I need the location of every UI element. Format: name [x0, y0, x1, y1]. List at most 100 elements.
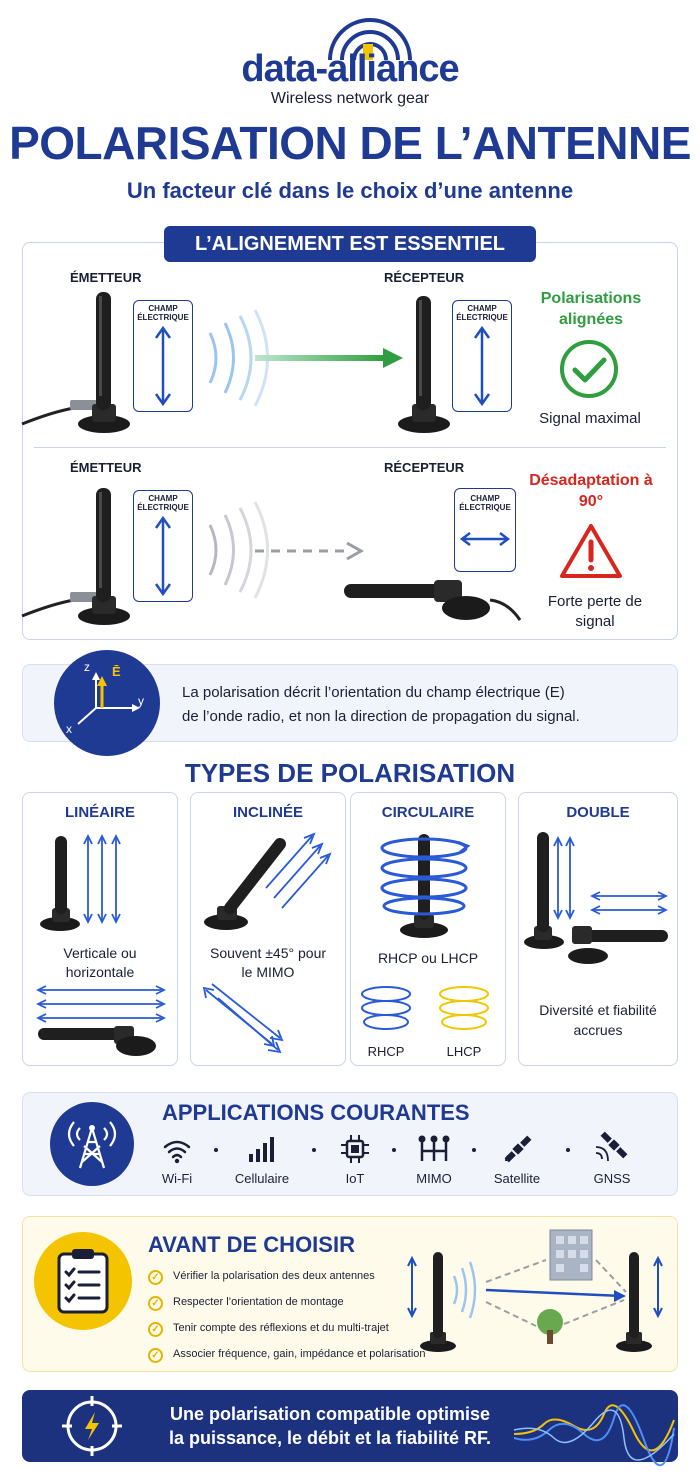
cellular-signal-icon	[249, 1137, 274, 1162]
page-title: POLARISATION DE L’ANTENNE	[9, 117, 691, 169]
row2-status-text: Forte perte de signal	[547, 593, 643, 630]
rhcp-spiral-icon	[361, 986, 411, 1030]
emitter-antenna-icon	[21, 292, 130, 433]
footer-line2: la puissance, le débit et la fiabilité R…	[168, 1428, 492, 1448]
mimo-icon	[418, 1135, 450, 1161]
row1-emitter-field-box	[133, 300, 193, 412]
check-bullet-icon: ✓	[148, 1270, 163, 1285]
multipath-illustration-icon	[407, 1229, 663, 1352]
vertical-field-arrow-icon	[154, 515, 172, 597]
app-label-iot: IoT	[345, 1171, 365, 1186]
waveform-decoration-icon	[513, 1404, 675, 1466]
horizontal-polarization-arrows-icon	[35, 985, 167, 1023]
tower-icon-circle	[50, 1102, 134, 1186]
type-card-linear-text: Verticale ou horizontale	[63, 945, 137, 980]
row1-receiver-field-label: CHAMP ÉLECTRIQUE	[456, 304, 508, 322]
satellite-icon	[504, 1135, 532, 1163]
app-label-mimo: MIMO	[416, 1171, 452, 1186]
type-card-linear-title: LINÉAIRE	[64, 804, 135, 821]
vertical-antenna-icon	[40, 836, 80, 931]
definition-line2: de l’onde radio, et non la direction de …	[182, 708, 580, 725]
axis-z-label: z	[84, 660, 90, 674]
cell-tower-icon	[67, 1121, 117, 1169]
footer-banner	[22, 1390, 678, 1462]
dot-separator	[566, 1148, 570, 1152]
type-card-circular-text: RHCP ou LHCP	[377, 950, 479, 966]
row2-receiver-label: RÉCEPTEUR	[384, 460, 465, 475]
horizontal-field-arrow-icon	[459, 532, 511, 546]
dual-antenna-icon	[524, 832, 669, 964]
row1-emitter-label: ÉMETTEUR	[70, 270, 142, 285]
applications-section-title: APPLICATIONS COURANTES	[162, 1100, 470, 1125]
vertical-polarization-arrows-icon	[83, 833, 121, 925]
warning-triangle-icon	[560, 524, 622, 578]
radio-waves-gray-icon	[208, 501, 269, 599]
axis-e-label: Ē	[112, 664, 121, 679]
checklist-item: Respecter l’orientation de montage	[173, 1296, 344, 1308]
checklist-item: Associer fréquence, gain, impédance et p…	[173, 1348, 426, 1360]
gnss-satellite-icon	[595, 1131, 628, 1162]
row2-emitter-label: ÉMETTEUR	[70, 460, 142, 475]
checklist-section-title: AVANT DE CHOISIR	[148, 1232, 355, 1257]
row1-receiver-label: RÉCEPTEUR	[384, 270, 465, 285]
app-label-wifi: Wi-Fi	[161, 1171, 193, 1186]
row1-status-text: Signal maximal	[539, 410, 641, 427]
check-circle-icon	[560, 340, 618, 398]
alignment-panel	[22, 242, 678, 640]
wifi-icon	[163, 1140, 191, 1164]
emitter-antenna-icon	[21, 488, 130, 625]
dot-separator	[312, 1148, 316, 1152]
row1-status-title: Polarisations alignées	[540, 290, 642, 328]
types-section-title: TYPES DE POLARISATION	[184, 758, 516, 788]
signal-arrow-aligned-icon	[255, 348, 403, 368]
clipboard-icon	[57, 1249, 109, 1314]
slant-polarization-arrows-icon	[202, 983, 284, 1054]
radio-waves-icon	[208, 309, 269, 407]
vertical-field-arrow-icon	[154, 325, 172, 407]
row1-receiver-field-box	[452, 300, 512, 412]
app-label-cellular: Cellulaire	[234, 1171, 290, 1186]
type-card-slant-text: Souvent ±45° pour le MIMO	[209, 945, 327, 980]
row2-emitter-field-box	[133, 490, 193, 602]
row2-receiver-field-box	[454, 488, 516, 572]
row2-emitter-field-label: CHAMP ÉLECTRIQUE	[137, 494, 189, 512]
check-bullet-icon: ✓	[148, 1348, 163, 1363]
type-card-dual-title: DOUBLE	[566, 804, 630, 821]
check-bullet-icon: ✓	[148, 1322, 163, 1337]
rf-optimization-icon	[62, 1396, 122, 1456]
dot-separator	[392, 1148, 396, 1152]
lhcp-spiral-icon	[439, 986, 489, 1030]
app-label-satellite: Satellite	[493, 1171, 541, 1186]
rhcp-label: RHCP	[367, 1044, 405, 1059]
type-card-circular-title: CIRCULAIRE	[381, 804, 475, 821]
brand-tagline: Wireless network gear	[270, 90, 430, 107]
row1-emitter-field-label: CHAMP ÉLECTRIQUE	[137, 304, 189, 322]
definition-line1: La polarisation décrit l’orientation du …	[182, 684, 565, 701]
receiver-antenna-icon	[398, 296, 450, 433]
row2-receiver-field-label: CHAMP ÉLECTRIQUE	[459, 494, 511, 512]
row-divider	[34, 447, 666, 448]
signal-arrow-mismatch-icon	[255, 541, 365, 561]
brand-name: data-alliance	[241, 48, 459, 90]
chip-icon	[341, 1135, 369, 1163]
slant-polarization-arrows-icon	[265, 832, 332, 909]
alignment-section-title: L’ALIGNEMENT EST ESSENTIEL	[164, 226, 536, 262]
dot-separator	[214, 1148, 218, 1152]
check-bullet-icon: ✓	[148, 1296, 163, 1311]
checklist-item: Vérifier la polarisation des deux antenn…	[173, 1270, 375, 1282]
type-card-slant-title: INCLINÉE	[232, 804, 303, 821]
dot-separator	[472, 1148, 476, 1152]
vertical-field-arrow-icon	[473, 325, 491, 407]
page-subtitle: Un facteur clé dans le choix d’une anten…	[126, 178, 574, 203]
lhcp-label: LHCP	[446, 1044, 482, 1059]
checklist-item: Tenir compte des réflexions et du multi-…	[173, 1322, 389, 1334]
type-card-dual-text: Diversité et fiabilité accrues	[539, 1002, 657, 1038]
app-label-gnss: GNSS	[593, 1171, 631, 1186]
horizontal-antenna-icon	[38, 1026, 156, 1056]
footer-line1: Une polarisation compatible optimise	[169, 1404, 491, 1424]
axis-y-label: y	[138, 694, 144, 708]
axis-diagram-circle	[54, 650, 160, 756]
axis-x-label: x	[66, 722, 72, 736]
circular-antenna-icon	[380, 834, 471, 938]
row2-status-title: Désadaptation à 90°	[529, 472, 653, 510]
